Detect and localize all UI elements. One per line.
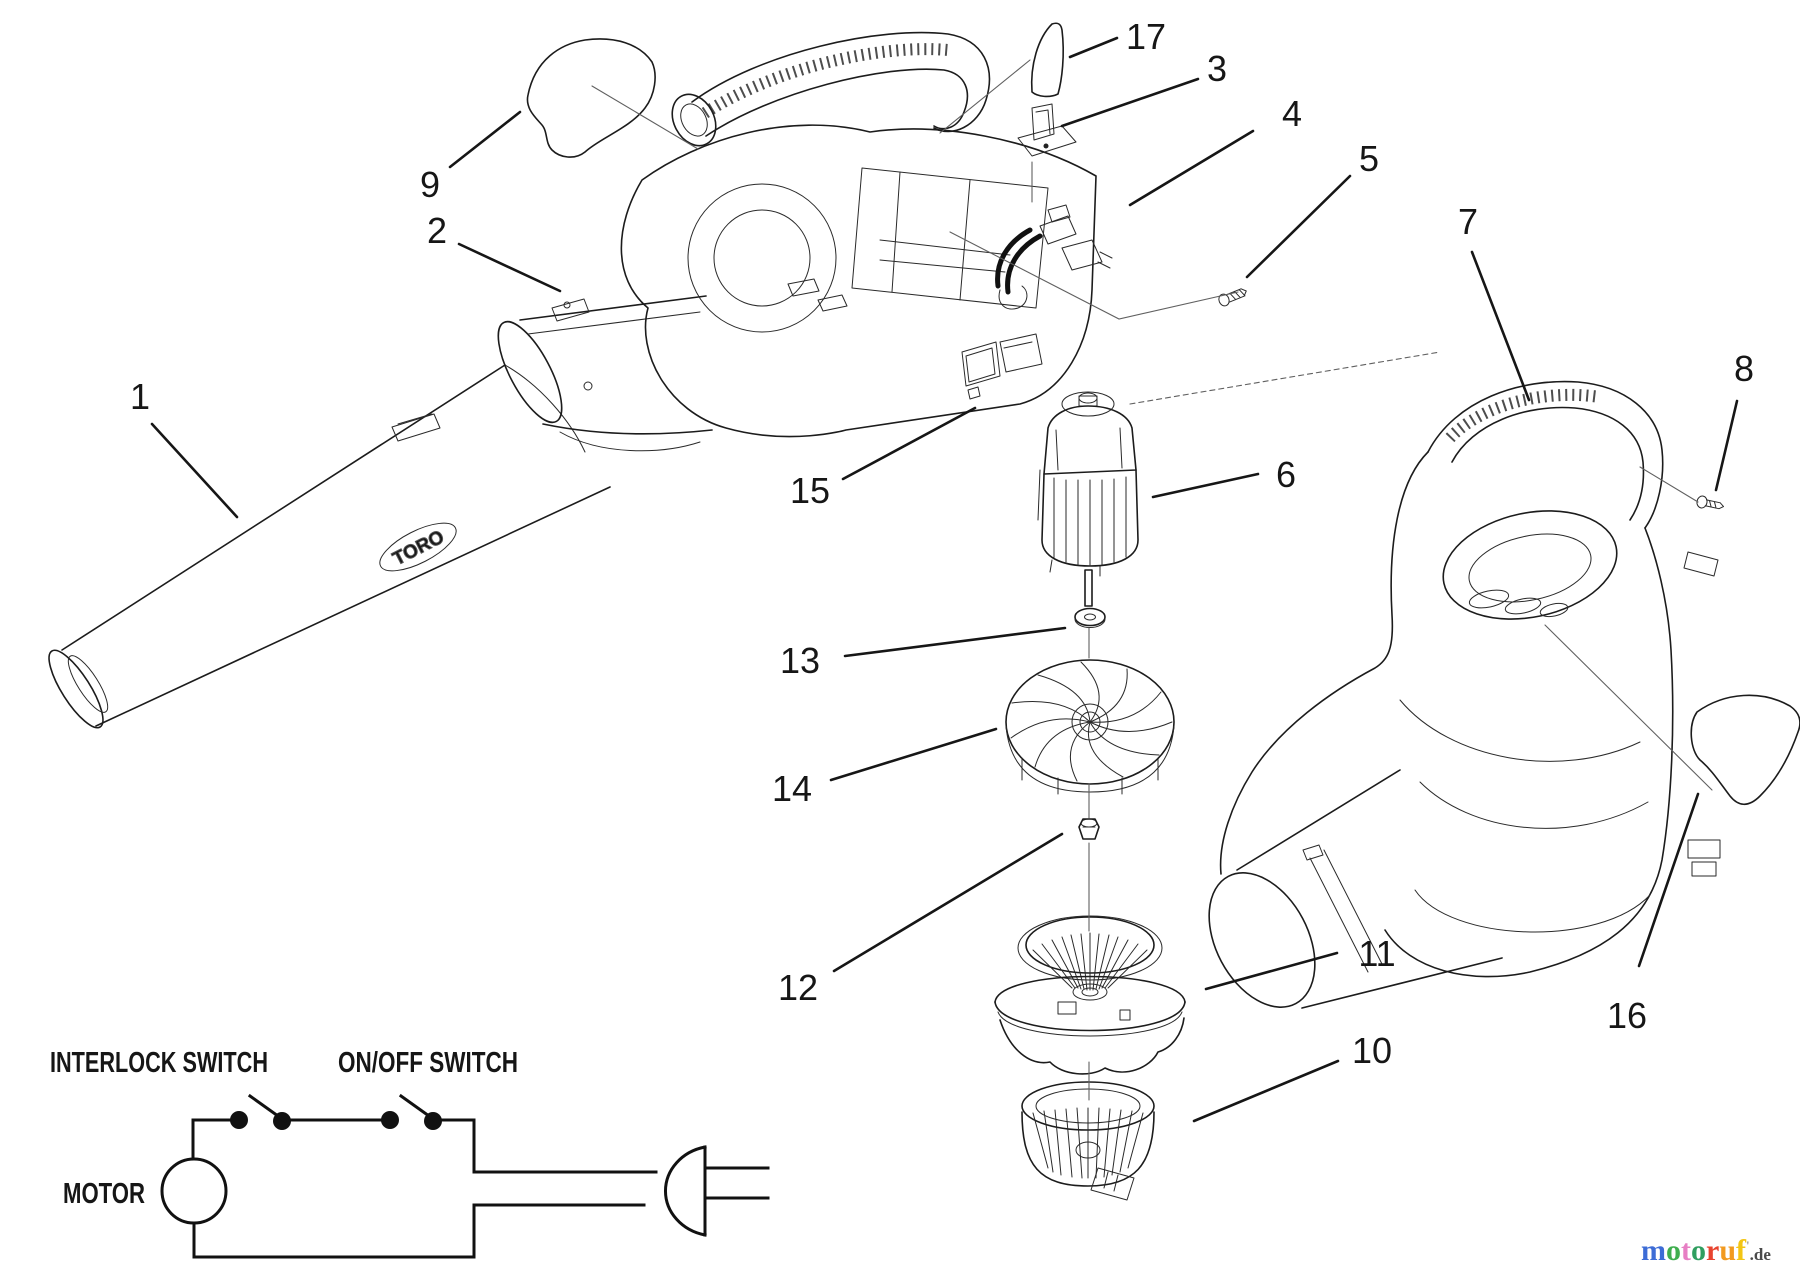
callout-4: 4 <box>1282 93 1302 134</box>
watermark-letter: t <box>1681 1234 1691 1267</box>
watermark-letter: f <box>1736 1234 1747 1267</box>
part-inlet-cover <box>1021 1081 1155 1201</box>
callout-17: 17 <box>1126 16 1166 57</box>
tube-logo: TORO <box>390 527 448 570</box>
part-vane-9 <box>526 38 656 158</box>
callout-5: 5 <box>1359 138 1379 179</box>
watermark-tick: ' <box>1746 1238 1750 1253</box>
callout-numbers: 1 2 9 17 3 4 5 7 8 6 15 13 14 12 11 10 1… <box>130 16 1754 1071</box>
callout-10: 10 <box>1352 1030 1392 1071</box>
part-vane-16 <box>1690 694 1800 806</box>
callout-12: 12 <box>778 967 818 1008</box>
callout-8: 8 <box>1734 348 1754 389</box>
power-plug-symbol <box>663 1145 770 1237</box>
part-fan-housing <box>994 915 1186 1075</box>
callout-16: 16 <box>1607 995 1647 1036</box>
watermark-letter: m <box>1641 1234 1666 1267</box>
callout-1: 1 <box>130 376 150 417</box>
motor-symbol <box>160 1157 228 1225</box>
part-vane-17 <box>1030 22 1064 98</box>
callout-2: 2 <box>427 210 447 251</box>
interlock-switch-label: INTERLOCK SWITCH <box>50 1047 268 1079</box>
motor-label: MOTOR <box>63 1178 145 1210</box>
callout-leaders <box>150 36 1739 1123</box>
part-switch-bracket <box>1017 103 1077 157</box>
callout-11: 11 <box>1358 933 1395 974</box>
part-screw-8 <box>1696 495 1725 510</box>
onoff-switch-label: ON/OFF SWITCH <box>338 1047 518 1079</box>
part-housing-socket <box>497 295 713 452</box>
onoff-contact-dot <box>381 1111 399 1129</box>
circuit-diagram: INTERLOCK SWITCH ON/OFF SWITCH MOTOR <box>50 1047 770 1259</box>
watermark-motoruf: motoruf'.de <box>1641 1226 1800 1272</box>
watermark-letter: u <box>1719 1234 1737 1267</box>
part-right-housing <box>1208 380 1721 1009</box>
part-wire-assembly <box>995 204 1113 310</box>
part-nut <box>1078 818 1100 840</box>
interlock-switch-blade <box>247 1093 288 1124</box>
part-screw-5 <box>1218 288 1247 307</box>
part-fan-impeller <box>1005 659 1175 795</box>
watermark-letter: r <box>1706 1234 1720 1267</box>
watermark-suffix: .de <box>1749 1245 1771 1264</box>
part-washer <box>1074 607 1106 628</box>
callout-13: 13 <box>780 640 820 681</box>
onoff-switch-blade <box>398 1093 439 1124</box>
part-motor <box>1037 391 1139 607</box>
interlock-contact-dot <box>230 1111 248 1129</box>
callout-3: 3 <box>1207 48 1227 89</box>
callout-9: 9 <box>420 164 440 205</box>
part-switch-block <box>961 333 1043 400</box>
part-blower-tube: TORO <box>48 364 611 729</box>
callout-15: 15 <box>790 470 830 511</box>
watermark-letter: o <box>1666 1234 1681 1267</box>
callout-6: 6 <box>1276 454 1296 495</box>
watermark-letters: motoruf <box>1641 1234 1746 1267</box>
projection-lines <box>591 59 1713 1101</box>
callout-14: 14 <box>772 768 812 809</box>
watermark-letter: o <box>1691 1234 1706 1267</box>
callout-7: 7 <box>1458 201 1478 242</box>
